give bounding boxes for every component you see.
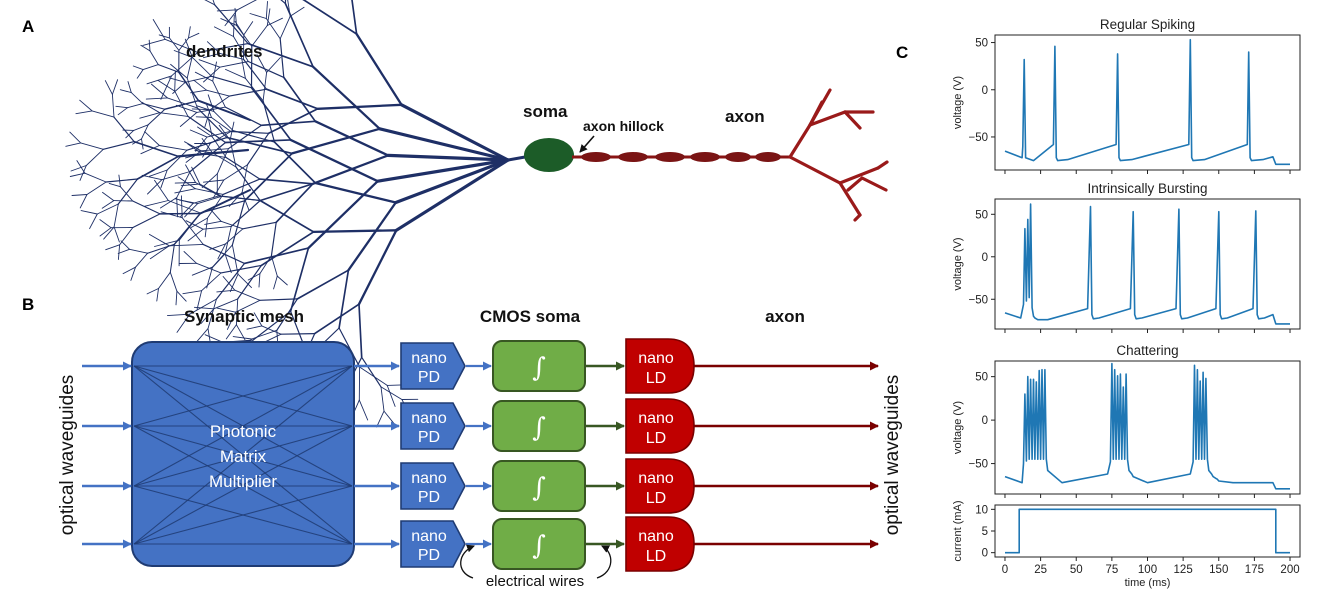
optical-waveguides-right-label: optical waveguides xyxy=(882,375,903,536)
pd-label-bottom: PD xyxy=(418,489,440,506)
integral-symbol: ∫ xyxy=(532,413,546,443)
ld-label-top: nano xyxy=(638,470,674,487)
y-tick-label: −50 xyxy=(968,132,988,144)
ld-label-top: nano xyxy=(638,528,674,545)
cmos-soma-header: CMOS soma xyxy=(480,307,581,326)
pd-label-bottom: PD xyxy=(418,547,440,564)
series-line xyxy=(1005,204,1290,324)
axon-label: axon xyxy=(725,107,765,126)
pd-label-top: nano xyxy=(411,410,447,427)
y-tick-label: 50 xyxy=(975,38,988,50)
plot-title: Regular Spiking xyxy=(1100,17,1195,32)
pd-label-top: nano xyxy=(411,350,447,367)
chart-2: Intrinsically Bursting 50 0 −50 voltage (V) xyxy=(952,181,1300,333)
optical-waveguides-left-label: optical waveguides xyxy=(57,375,78,536)
y-tick-label: 10 xyxy=(975,504,988,516)
matrix-line-3: Multiplier xyxy=(209,472,277,491)
soma-body xyxy=(524,138,574,172)
y-tick-label: 0 xyxy=(982,85,988,97)
integral-symbol: ∫ xyxy=(532,531,546,561)
plot-frame xyxy=(995,35,1300,170)
electrical-wires-label: electrical wires xyxy=(486,573,584,590)
wires-pointer-right xyxy=(597,546,611,578)
y-tick-label: 50 xyxy=(975,372,988,384)
series-line xyxy=(1005,509,1290,552)
pd-label-bottom: PD xyxy=(418,429,440,446)
integral-symbol: ∫ xyxy=(532,473,546,503)
matrix-line-2: Matrix xyxy=(220,447,267,466)
panel-label-a: A xyxy=(22,17,34,36)
y-tick-label: 0 xyxy=(982,252,988,264)
axon-hillock-arrow xyxy=(580,136,594,152)
pd-label-bottom: PD xyxy=(418,369,440,386)
axon-header: axon xyxy=(765,307,805,326)
dendrites-label: dendrites xyxy=(186,42,263,61)
ld-label-bottom: LD xyxy=(646,430,666,447)
y-tick-label: −50 xyxy=(968,459,988,471)
y-tick-label: 50 xyxy=(975,209,988,221)
plot-frame xyxy=(995,505,1300,557)
series-line xyxy=(1005,40,1290,165)
x-tick-label: 175 xyxy=(1245,564,1264,576)
x-tick-label: 100 xyxy=(1138,564,1157,576)
wires-pointer-left xyxy=(461,546,474,578)
ld-label-top: nano xyxy=(638,350,674,367)
ld-label-bottom: LD xyxy=(646,548,666,565)
plot-title: Intrinsically Bursting xyxy=(1087,181,1207,196)
y-axis-label: voltage (V) xyxy=(952,76,964,129)
architecture-panel: B Synaptic mesh CMOS soma axon optical w… xyxy=(22,295,903,590)
panel-label-c: C xyxy=(896,43,908,62)
pd-label-top: nano xyxy=(411,470,447,487)
y-axis-label: voltage (V) xyxy=(952,401,964,454)
ld-label-bottom: LD xyxy=(646,490,666,507)
synaptic-mesh-header: Synaptic mesh xyxy=(184,307,304,326)
x-tick-label: 25 xyxy=(1034,564,1047,576)
x-tick-label: 200 xyxy=(1280,564,1299,576)
matrix-line-1: Photonic xyxy=(210,422,277,441)
y-tick-label: 0 xyxy=(982,415,988,427)
ld-label-top: nano xyxy=(638,410,674,427)
y-tick-label: 0 xyxy=(982,548,988,560)
axon-hillock-label: axon hillock xyxy=(583,118,664,134)
chart-1: Regular Spiking 50 0 −50 voltage (V) xyxy=(952,17,1300,174)
y-axis-label: voltage (V) xyxy=(952,237,964,290)
integral-symbol: ∫ xyxy=(532,353,546,383)
chart-3: Chattering 50 0 −50 voltage (V) xyxy=(952,343,1300,498)
myelin-sheaths xyxy=(581,152,781,162)
x-axis-label: time (ms) xyxy=(1125,577,1171,589)
y-axis-label: current (mA) xyxy=(952,500,964,561)
ld-label-bottom: LD xyxy=(646,370,666,387)
x-tick-label: 125 xyxy=(1174,564,1193,576)
x-tick-label: 150 xyxy=(1209,564,1228,576)
axon-terminals xyxy=(790,90,887,220)
y-tick-label: −50 xyxy=(968,294,988,306)
plot-title: Chattering xyxy=(1116,343,1178,358)
pd-label-top: nano xyxy=(411,528,447,545)
x-tick-label: 75 xyxy=(1105,564,1118,576)
y-tick-label: 5 xyxy=(982,526,988,538)
x-tick-label: 50 xyxy=(1070,564,1083,576)
soma-label: soma xyxy=(523,102,568,121)
x-tick-label: 0 xyxy=(1002,564,1008,576)
series-line xyxy=(1005,364,1290,489)
panel-label-b: B xyxy=(22,295,34,314)
